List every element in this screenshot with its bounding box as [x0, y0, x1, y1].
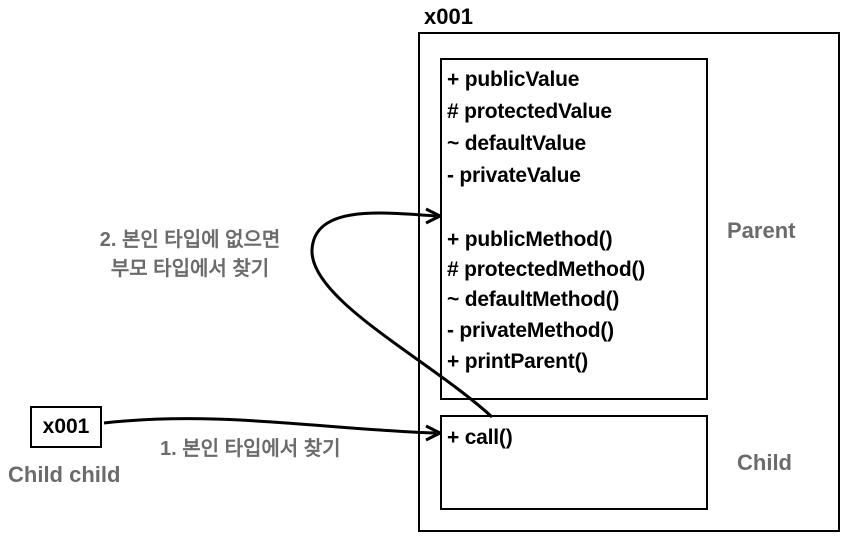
- parent-field-default: ~ defaultValue: [447, 132, 587, 155]
- parent-method-print-parent: + printParent(): [447, 350, 589, 373]
- arrow-to-parent-head: [425, 207, 442, 225]
- instance-address-label: x001: [424, 4, 473, 29]
- child-class-label: Child: [737, 450, 792, 475]
- arrow-to-child-call: [103, 417, 437, 435]
- instance-memory-box: [418, 32, 840, 532]
- arrow-to-child-call-head: [425, 424, 442, 442]
- child-method-call: + call(): [447, 426, 513, 449]
- reference-variable-declaration: Child child: [8, 462, 121, 487]
- parent-field-protected: # protectedValue: [447, 100, 612, 123]
- step-2-line-1: 2. 본인 타입에 없으면: [99, 229, 281, 251]
- parent-method-default: ~ defaultMethod(): [447, 288, 620, 311]
- parent-method-private: - privateMethod(): [447, 319, 614, 342]
- reference-variable-box: x001: [30, 406, 102, 448]
- parent-class-box: [440, 58, 708, 400]
- parent-field-public: + publicValue: [447, 68, 580, 91]
- step-2-line-2: 부모 타입에서 찾기: [110, 258, 270, 280]
- parent-class-label: Parent: [727, 218, 796, 243]
- child-class-box: [440, 415, 708, 510]
- reference-variable-value: x001: [42, 415, 90, 438]
- parent-method-public: + publicMethod(): [447, 228, 613, 251]
- step-1-label: 1. 본인 타입에서 찾기: [160, 438, 341, 460]
- parent-method-protected: # protectedMethod(): [447, 258, 646, 281]
- parent-field-private: - privateValue: [447, 164, 581, 187]
- arrow-to-parent: [310, 211, 494, 419]
- step-2-label: 2. 본인 타입에 없으면 부모 타입에서 찾기: [60, 226, 320, 284]
